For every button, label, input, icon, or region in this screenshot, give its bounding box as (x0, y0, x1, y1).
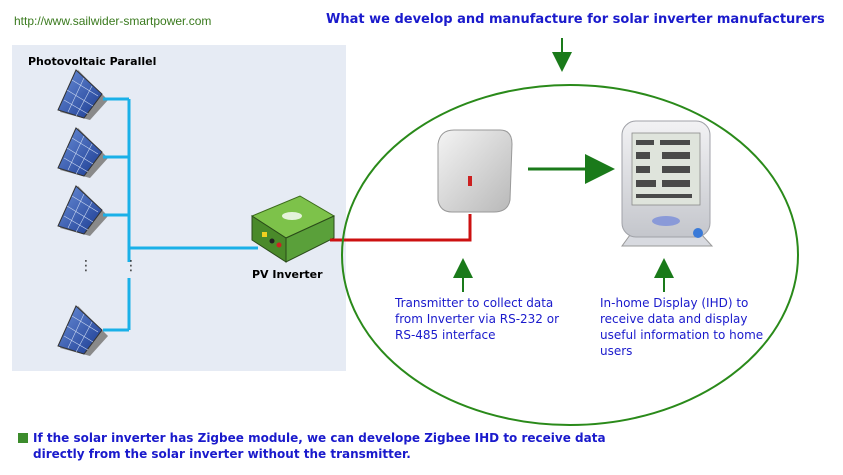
parallel-bus-lines (103, 97, 258, 332)
zigbee-note-line2: directly from the solar inverter without… (33, 447, 411, 461)
website-url: http://www.sailwider-smartpower.com (14, 14, 212, 28)
rs485-cable (330, 214, 472, 242)
page-headline: What we develop and manufacture for sola… (326, 12, 825, 27)
solar-panel-icon (57, 69, 108, 120)
zigbee-note: If the solar inverter has Zigbee module,… (18, 430, 606, 462)
bullet-square-icon (18, 433, 28, 443)
ihd-caption: In-home Display (IHD) to receive data an… (600, 296, 764, 358)
solar-panel-icon (57, 305, 108, 356)
bus-ellipsis: ⋮ (124, 258, 138, 274)
solar-panel-icon (57, 185, 108, 236)
inverter-label: PV Inverter (252, 268, 323, 281)
solar-panel-icon (57, 127, 108, 178)
ihd-device-icon (621, 120, 714, 247)
pv-array-title: Photovoltaic Parallel (28, 55, 157, 68)
transmitter-caption: Transmitter to collect data from Inverte… (395, 296, 560, 342)
panel-ellipsis: ⋮ (79, 258, 93, 274)
product-scope-ellipse (341, 84, 799, 426)
pv-inverter-icon (250, 195, 336, 263)
transmitter-device-icon (437, 129, 513, 213)
zigbee-note-line1: If the solar inverter has Zigbee module,… (18, 430, 606, 446)
zigbee-note-text1: If the solar inverter has Zigbee module,… (33, 431, 606, 445)
